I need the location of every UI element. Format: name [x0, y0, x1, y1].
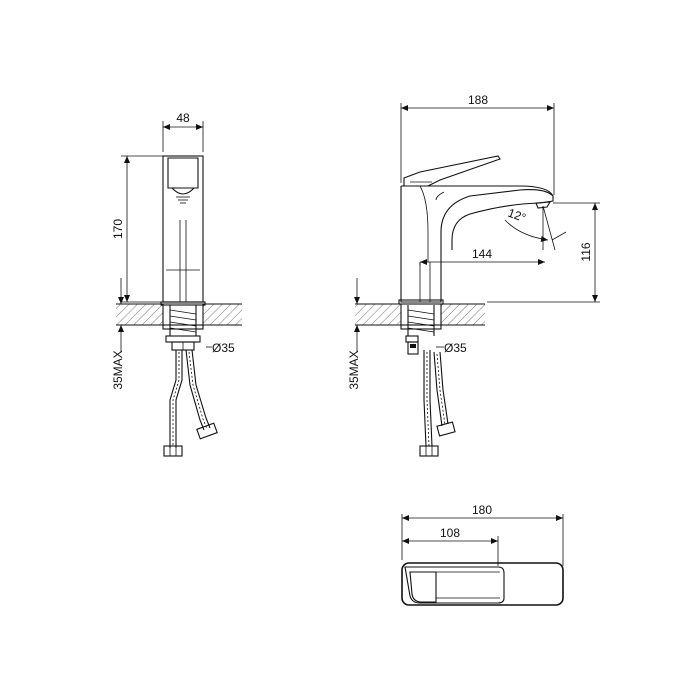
front-threaded-shank: [162, 305, 204, 351]
side-faucet-body: [400, 155, 554, 303]
side-height-label: 116: [579, 242, 593, 261]
front-height-dimension: 170: [111, 155, 170, 303]
front-countertop: [116, 301, 242, 326]
front-view: 48 170: [111, 111, 242, 457]
top-width-label: 180: [472, 503, 492, 517]
side-diameter-callout: Ø35: [436, 341, 467, 355]
front-height-label: 170: [111, 219, 125, 239]
front-width-label: 48: [176, 111, 190, 125]
side-diameter-label: Ø35: [444, 341, 467, 355]
side-flex-hoses: [419, 350, 456, 457]
top-handle-dimension: 108: [402, 526, 499, 566]
side-width-label: 188: [468, 93, 488, 107]
front-faucet-body: [162, 155, 204, 303]
front-max-label: 35MAX: [111, 350, 125, 389]
side-angle-dimension: 12°: [504, 206, 567, 251]
side-spout-label: 144: [472, 247, 492, 261]
front-diameter-label: Ø35: [212, 341, 235, 355]
side-angle-label: 12°: [506, 206, 528, 225]
side-countertop: [355, 299, 485, 326]
front-flex-hoses: [163, 349, 218, 457]
front-diameter-callout: Ø35: [206, 341, 235, 355]
side-height-dimension: 116: [487, 202, 600, 303]
side-threaded-shank: [400, 305, 442, 355]
side-max-dimension: 35MAX: [347, 278, 361, 390]
side-view: 188 12° 144: [347, 93, 600, 457]
top-handle-label: 108: [440, 526, 460, 540]
side-width-dimension: 188: [400, 93, 555, 195]
top-view: 180 108: [401, 503, 564, 606]
top-width-dimension: 180: [401, 503, 564, 566]
front-max-dimension: 35MAX: [111, 278, 125, 390]
side-spout-dimension: 144: [419, 247, 545, 266]
side-max-label: 35MAX: [347, 350, 361, 389]
top-faucet-outline: [401, 562, 564, 606]
front-width-dimension: 48: [162, 111, 204, 152]
